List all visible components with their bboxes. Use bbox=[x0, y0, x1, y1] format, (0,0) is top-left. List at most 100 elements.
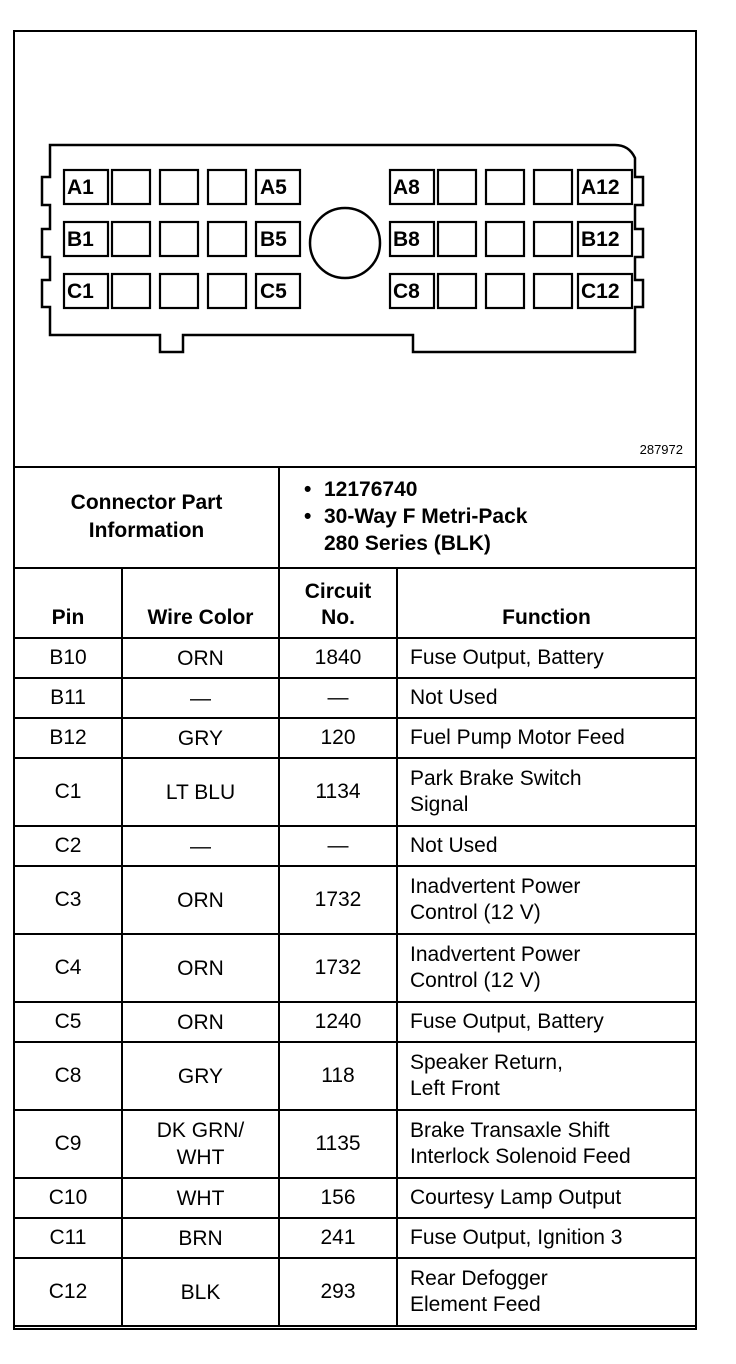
cell-circuit: — bbox=[278, 825, 398, 867]
cavity-b5 bbox=[254, 220, 302, 258]
cell-circuit: 118 bbox=[278, 1041, 398, 1111]
cell-pin: C5 bbox=[15, 1001, 123, 1043]
connector-center-post bbox=[308, 206, 382, 280]
cell-function: Not Used bbox=[396, 677, 695, 719]
part-description-cont: 280 Series (BLK) bbox=[324, 532, 491, 555]
cavity-c10 bbox=[484, 272, 526, 310]
table-row: C2——Not Used bbox=[15, 825, 695, 867]
cavity-c12 bbox=[576, 272, 634, 310]
cavity-a4 bbox=[206, 168, 248, 206]
cell-pin: C11 bbox=[15, 1217, 123, 1259]
pin-label-c1: C1 bbox=[67, 280, 94, 303]
pin-label-a5: A5 bbox=[260, 176, 287, 199]
cavity-b9 bbox=[436, 220, 478, 258]
part-number: •12176740 bbox=[304, 478, 418, 501]
cell-wire-color: — bbox=[121, 825, 280, 867]
cavity-a10 bbox=[484, 168, 526, 206]
table-header-row: Pin Wire Color Circuit No. Function bbox=[15, 567, 695, 639]
cell-circuit: 241 bbox=[278, 1217, 398, 1259]
connector-sheet: A1 A5 A8 A12 B1 B5 B8 B12 C1 C5 C8 C12 2… bbox=[13, 30, 697, 1330]
pin-labels: A1 A5 A8 A12 B1 B5 B8 B12 C1 C5 C8 C12 bbox=[67, 176, 620, 303]
cavity-c3 bbox=[158, 272, 200, 310]
cell-pin: C10 bbox=[15, 1177, 123, 1219]
cell-circuit: 120 bbox=[278, 717, 398, 759]
cavity-b8 bbox=[388, 220, 436, 258]
cell-pin: C8 bbox=[15, 1041, 123, 1111]
cell-circuit: 1732 bbox=[278, 933, 398, 1003]
pin-label-a8: A8 bbox=[393, 176, 420, 199]
part-description: •30-Way F Metri-Pack bbox=[304, 505, 528, 528]
part-info-values: •12176740 •30-Way F Metri-Pack 280 Serie… bbox=[278, 466, 695, 569]
pin-label-b1: B1 bbox=[67, 228, 94, 251]
cell-function: Fuse Output, Battery bbox=[396, 637, 695, 679]
cell-circuit: 1732 bbox=[278, 865, 398, 935]
cavity-b11 bbox=[532, 220, 574, 258]
cavity-c1 bbox=[62, 272, 110, 310]
cavity-c9 bbox=[436, 272, 478, 310]
cell-pin: C3 bbox=[15, 865, 123, 935]
cavity-c4 bbox=[206, 272, 248, 310]
cavity-b3 bbox=[158, 220, 200, 258]
cell-circuit: 156 bbox=[278, 1177, 398, 1219]
figure-id: 287972 bbox=[639, 442, 683, 457]
cell-pin: C1 bbox=[15, 757, 123, 827]
cell-circuit: 293 bbox=[278, 1257, 398, 1327]
cell-function: Fuse Output, Ignition 3 bbox=[396, 1217, 695, 1259]
cavity-b2 bbox=[110, 220, 152, 258]
connector-face-drawing: A1 A5 A8 A12 B1 B5 B8 B12 C1 C5 C8 C12 bbox=[40, 143, 645, 354]
cavity-a5 bbox=[254, 168, 302, 206]
cavity-a3 bbox=[158, 168, 200, 206]
pin-label-c8: C8 bbox=[393, 280, 420, 303]
cavity-a2 bbox=[110, 168, 152, 206]
cavity-b1 bbox=[62, 220, 110, 258]
cell-function: Speaker Return,Left Front bbox=[396, 1041, 695, 1111]
cell-function: Fuel Pump Motor Feed bbox=[396, 717, 695, 759]
cell-circuit: — bbox=[278, 677, 398, 719]
cell-pin: C2 bbox=[15, 825, 123, 867]
cell-pin: B12 bbox=[15, 717, 123, 759]
cavity-c2 bbox=[110, 272, 152, 310]
cavity-b10 bbox=[484, 220, 526, 258]
cell-wire-color: WHT bbox=[121, 1177, 280, 1219]
cavity-c8 bbox=[388, 272, 436, 310]
cavity-b4 bbox=[206, 220, 248, 258]
cell-wire-color: GRY bbox=[121, 717, 280, 759]
cavity-a8 bbox=[388, 168, 436, 206]
cell-pin: C4 bbox=[15, 933, 123, 1003]
cell-circuit: 1134 bbox=[278, 757, 398, 827]
cell-pin: C9 bbox=[15, 1109, 123, 1179]
cell-circuit: 1135 bbox=[278, 1109, 398, 1179]
cell-circuit: 1840 bbox=[278, 637, 398, 679]
pin-label-a1: A1 bbox=[67, 176, 94, 199]
cell-pin: B11 bbox=[15, 677, 123, 719]
cell-wire-color: ORN bbox=[121, 1001, 280, 1043]
cell-wire-color: DK GRN/WHT bbox=[121, 1109, 280, 1179]
header-circuit: Circuit No. bbox=[278, 567, 398, 639]
cavity-c11 bbox=[532, 272, 574, 310]
part-info-label: Connector Part Information bbox=[15, 466, 280, 569]
cell-function: Fuse Output, Battery bbox=[396, 1001, 695, 1043]
table-row: B11——Not Used bbox=[15, 677, 695, 719]
cavity-a1 bbox=[62, 168, 110, 206]
cell-pin: C12 bbox=[15, 1257, 123, 1327]
header-function: Function bbox=[396, 567, 695, 639]
part-info-row: Connector Part Information •12176740 •30… bbox=[15, 466, 695, 569]
header-wire-color: Wire Color bbox=[121, 567, 280, 639]
pin-cavities bbox=[62, 168, 634, 310]
cell-function: Not Used bbox=[396, 825, 695, 867]
cell-wire-color: GRY bbox=[121, 1041, 280, 1111]
cell-wire-color: — bbox=[121, 677, 280, 719]
pin-label-a12: A12 bbox=[581, 176, 620, 199]
pin-label-c5: C5 bbox=[260, 280, 287, 303]
